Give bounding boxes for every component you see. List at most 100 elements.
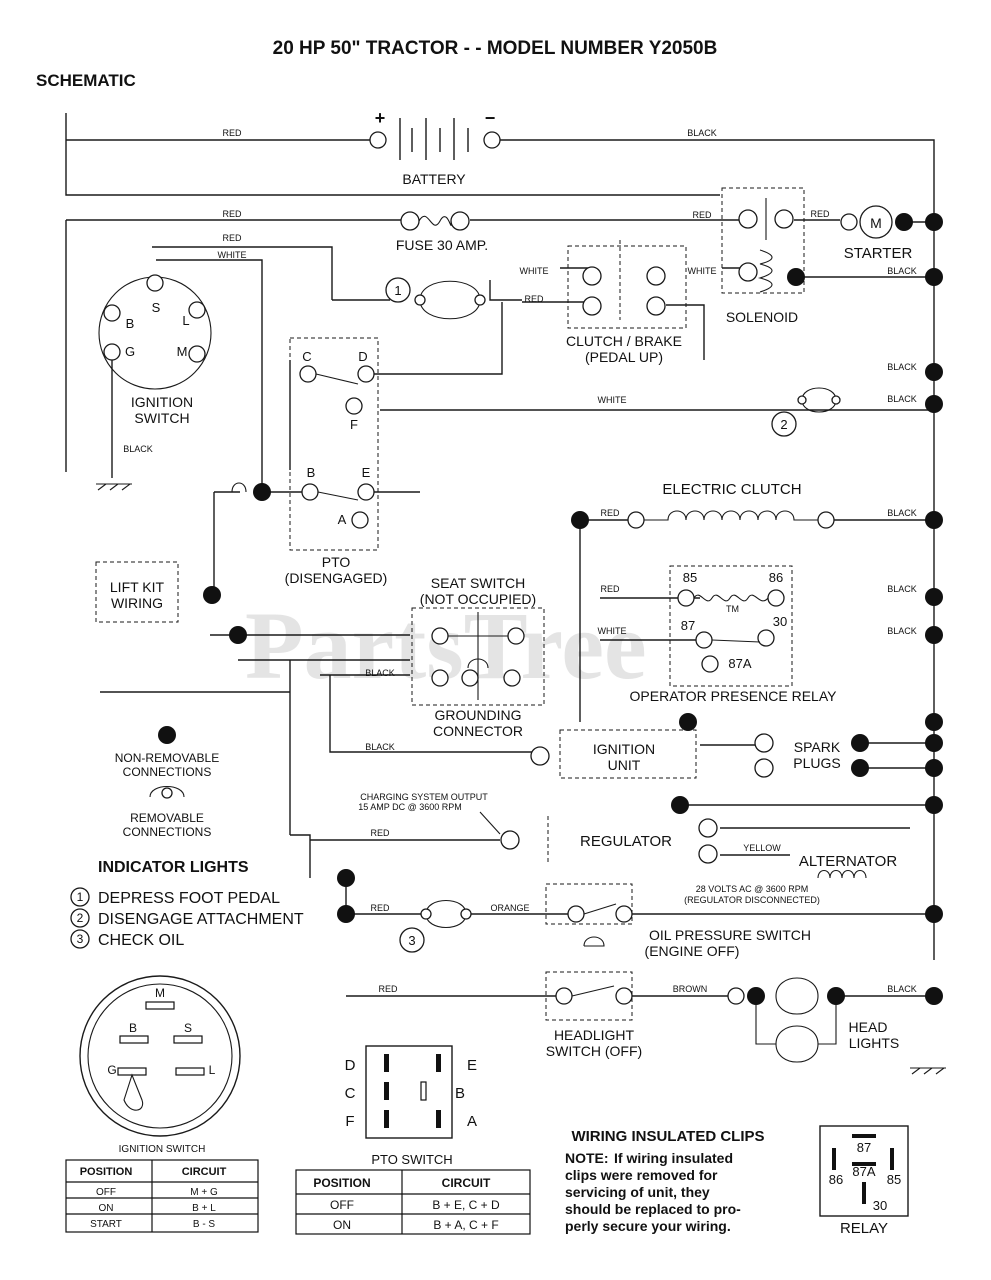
detail-terminal-g: G [107, 1063, 116, 1077]
ignition-switch-label: SWITCH [134, 410, 189, 426]
regulator-label: REGULATOR [580, 833, 672, 850]
operator-relay-label: OPERATOR PRESENCE RELAY [630, 688, 838, 704]
ignition-unit-label: IGNITION [593, 741, 655, 757]
starter-label: STARTER [844, 245, 913, 262]
pto-switch-schematic: C D F B E A PTO (DISENGAGED) [231, 349, 387, 586]
connection-legend: NON-REMOVABLE CONNECTIONS REMOVABLE CONN… [115, 726, 219, 839]
relay-caption: RELAY [840, 1220, 888, 1237]
trademark-mark: TM [726, 604, 739, 614]
wire-label-black: BLACK [887, 362, 917, 372]
relay-pin-87: 87 [681, 618, 695, 633]
fuse-label: FUSE 30 AMP. [396, 237, 488, 253]
relay-pin-30: 30 [773, 614, 787, 629]
detail-terminal-l: L [209, 1063, 216, 1077]
clutch-brake-label: CLUTCH / BRAKE [566, 333, 682, 349]
wire-label-red: RED [692, 210, 712, 220]
ignition-terminal-l: L [182, 313, 189, 328]
table-cell: OFF [96, 1187, 116, 1198]
clutch-brake-switch: WHITE RED CLUTCH / BRAKE (PEDAL UP) [520, 266, 682, 365]
relay-detail: 87 87A 86 85 30 RELAY [819, 1125, 909, 1237]
legend-non-removable: NON-REMOVABLE [115, 751, 219, 765]
pto-detail-a: A [467, 1113, 477, 1130]
charging-output-note: CHARGING SYSTEM OUTPUT [360, 792, 488, 802]
table-header: CIRCUIT [442, 1176, 491, 1190]
grounding-connector-label: GROUNDING [434, 707, 521, 723]
headlight-switch-label: HEADLIGHT [554, 1027, 635, 1043]
pto-terminal-a: A [338, 512, 347, 527]
ignition-terminal-m: M [177, 344, 188, 359]
wiring-clips-note: WIRING INSULATED CLIPS NOTE: If wiring i… [565, 1128, 765, 1234]
starter-motor-letter: M [870, 215, 882, 231]
lift-kit-label: LIFT KIT [110, 579, 165, 595]
wiring-clips-title: WIRING INSULATED CLIPS [571, 1128, 764, 1145]
battery-plus-sign: + [375, 108, 386, 128]
wire-label-red: RED [370, 903, 390, 913]
head-lights-label: LIGHTS [849, 1035, 900, 1051]
wire-label-black: BLACK [887, 266, 917, 276]
ignition-unit: IGNITION UNIT SPARK PLUGS [530, 733, 841, 778]
wire-label-red: RED [370, 828, 390, 838]
head-lights-label: HEAD [849, 1019, 888, 1035]
table-header: CIRCUIT [182, 1166, 227, 1178]
pto-switch-table: POSITION CIRCUIT OFF B + E, C + D ON B +… [295, 1169, 531, 1235]
legend-non-removable: CONNECTIONS [123, 765, 212, 779]
headlight-switch-label: SWITCH (OFF) [546, 1043, 642, 1059]
pto-switch-detail: D C F E B A PTO SWITCH [345, 1045, 477, 1167]
headlight-switch: RED BROWN HEADLIGHT SWITCH (OFF) [378, 984, 707, 1059]
table-cell: ON [99, 1203, 114, 1214]
fuse: FUSE 30 AMP. [396, 211, 488, 253]
wire-label-brown: BROWN [673, 984, 708, 994]
electric-clutch-label: ELECTRIC CLUTCH [662, 481, 801, 498]
indicator-3-number: 3 [408, 933, 415, 948]
oil-pressure-label: OIL PRESSURE SWITCH [649, 927, 811, 943]
alternator: YELLOW ALTERNATOR 28 VOLTS AC @ 3600 RPM… [684, 843, 897, 905]
note-line: should be replaced to pro- [565, 1201, 741, 1217]
wire-label-yellow: YELLOW [743, 843, 781, 853]
battery-negative-terminal [483, 131, 501, 149]
detail-terminal-m: M [155, 986, 165, 1000]
indicator-light-1: 1 [385, 277, 486, 320]
wire-label-black: BLACK [887, 508, 917, 518]
table-cell: B + E, C + D [432, 1198, 500, 1212]
oil-pressure-label: (ENGINE OFF) [645, 943, 740, 959]
detail-terminal-b: B [129, 1021, 137, 1035]
table-cell: OFF [330, 1198, 354, 1212]
wire-label-black: BLACK [887, 626, 917, 636]
battery: + − BATTERY [369, 108, 501, 187]
lift-kit-wiring: LIFT KIT WIRING [110, 579, 165, 611]
relay-detail-87: 87 [857, 1140, 871, 1155]
note-label: NOTE: [565, 1150, 609, 1166]
ignition-switch-label: IGNITION [131, 394, 193, 410]
electric-clutch: ELECTRIC CLUTCH RED BLACK [600, 481, 917, 529]
wire-label-black: BLACK [887, 584, 917, 594]
pto-detail-d: D [345, 1057, 356, 1074]
spark-plugs-label: SPARK [794, 739, 841, 755]
indicator-lights-title: INDICATOR LIGHTS [98, 859, 249, 876]
wire-label-orange: ORANGE [490, 903, 529, 913]
wire-label-black: BLACK [365, 668, 395, 678]
table-cell: B - S [193, 1219, 216, 1230]
pto-terminal-b: B [307, 465, 316, 480]
ignition-terminal-s: S [152, 300, 161, 315]
ignition-switch-detail: M B S G L IGNITION SWITCH [79, 975, 241, 1155]
indicator-1-number: 1 [394, 283, 401, 298]
indicator-number: 1 [77, 890, 84, 904]
note-line: perly secure your wiring. [565, 1218, 731, 1234]
pto-switch-caption: PTO SWITCH [371, 1152, 452, 1167]
indicator-lights-list: INDICATOR LIGHTS 1 DEPRESS FOOT PEDAL 2 … [70, 859, 304, 949]
regulator: CHARGING SYSTEM OUTPUT 15 AMP DC @ 3600 … [358, 792, 718, 864]
seat-switch-label: SEAT SWITCH [431, 575, 525, 591]
table-cell: ON [333, 1218, 351, 1232]
relay-pin-87a: 87A [728, 656, 751, 671]
wire-label-black: BLACK [887, 394, 917, 404]
operator-presence-relay: 85 86 87 30 87A TM OPERATOR PRESENCE REL… [598, 570, 917, 704]
alternator-label: ALTERNATOR [799, 853, 898, 870]
non-removable-connections [203, 213, 943, 1005]
spark-plugs-label: PLUGS [793, 755, 840, 771]
indicator-item: CHECK OIL [98, 932, 184, 949]
battery-minus-sign: − [485, 108, 496, 128]
wire-label-red: RED [524, 294, 544, 304]
solenoid-label: SOLENOID [726, 309, 798, 325]
table-cell: START [90, 1219, 122, 1230]
